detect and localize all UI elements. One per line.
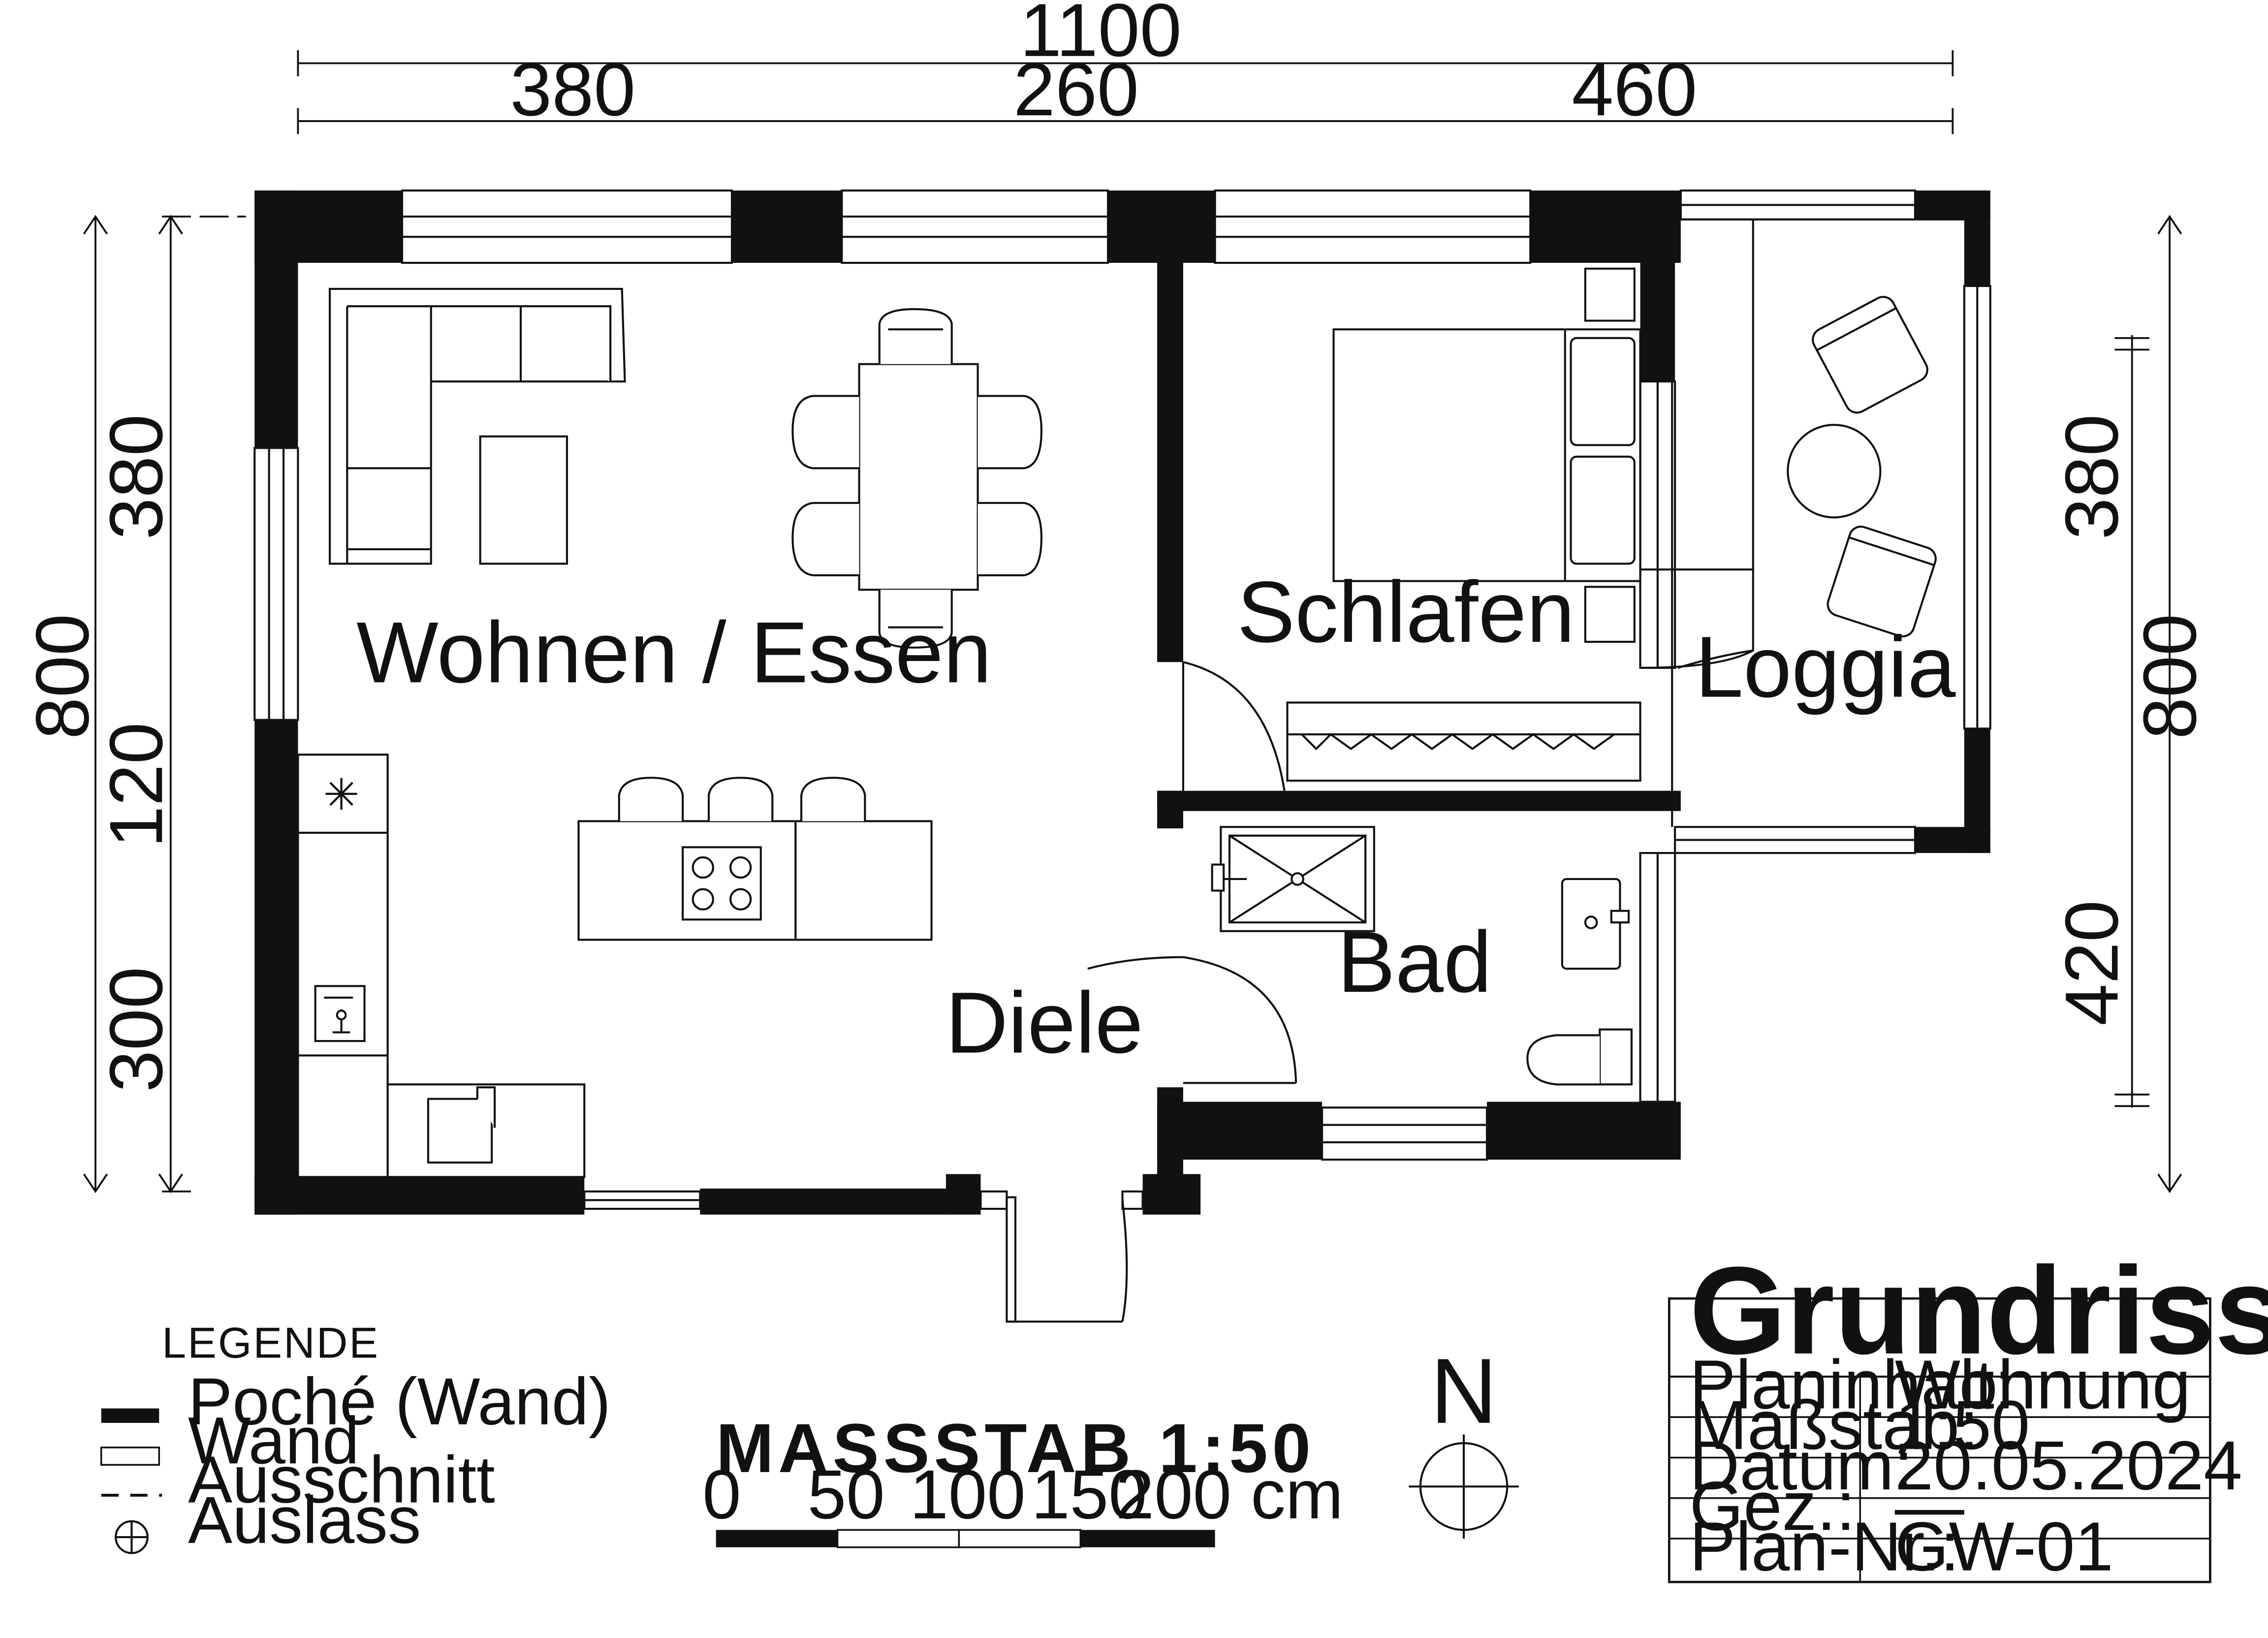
title-block: Grundriss Wohnung · M 1:50 Planinhalt: W… xyxy=(1668,1241,2268,1585)
legend-swatch-wall xyxy=(100,1447,160,1466)
legend: LEGENDE Poché (Wand) Wand Ausschnitt Aus… xyxy=(100,1319,611,1557)
windows xyxy=(253,189,1991,1210)
dim-left-segment-1: 380 xyxy=(94,414,178,540)
title-block-value-content: Wohnung xyxy=(1895,1346,2191,1423)
title-block-key-plan-no: Plan-Nr.: xyxy=(1689,1508,1959,1585)
scale-bar-title: MASSSTAB 1:50 xyxy=(716,1409,1315,1487)
legend-item-wall: Wand xyxy=(188,1403,359,1478)
dim-right-segment-1: 380 xyxy=(2050,414,2134,540)
title-block-value-scale: 1:50 xyxy=(1895,1386,2030,1464)
room-label-loggia: Loggia xyxy=(1695,619,1956,716)
room-label-bedroom: Schlafen xyxy=(1237,564,1575,661)
loggia-frame xyxy=(1640,218,1964,827)
legend-swatch-poche xyxy=(101,1408,159,1423)
dim-left-segment-2: 120 xyxy=(94,722,178,848)
title-block-key-drawn: Gez.: xyxy=(1689,1467,1855,1544)
dim-top-segment-1: 380 xyxy=(510,48,635,131)
legend-item-outlet: Auslass xyxy=(188,1483,421,1557)
dim-top-total: 1100 xyxy=(1020,0,1182,72)
doors xyxy=(1006,661,1297,1323)
north-arrow: N xyxy=(1409,1339,1519,1539)
legend-title: LEGENDE xyxy=(162,1319,379,1367)
scale-bar: MASSSTAB 1:50 0 50 100 150 200 cm xyxy=(702,1409,1344,1548)
room-label-bath: Bad xyxy=(1337,914,1492,1010)
title-block-value-drawn: — xyxy=(1895,1467,1965,1544)
room-label-hall: Diele xyxy=(945,975,1143,1071)
dim-left-total: 800 xyxy=(21,614,104,739)
legend-item-cut: Ausschnitt xyxy=(188,1443,495,1517)
dim-right-segment-2: 420 xyxy=(2050,900,2134,1026)
dim-top-segment-2: 260 xyxy=(1013,48,1139,131)
title-block-value-plan-no: GW-01 xyxy=(1895,1508,2113,1585)
furniture-loggia xyxy=(1787,296,1937,638)
left-dimension-lines xyxy=(83,215,246,1194)
scale-label-200: 200 cm xyxy=(1116,1455,1344,1533)
scale-label-150: 150 xyxy=(1031,1455,1147,1533)
scale-label-0: 0 xyxy=(702,1455,741,1533)
dim-right-total: 800 xyxy=(2128,614,2212,739)
title-block-title: Grundriss Wohnung · M 1:50 xyxy=(1689,1241,2268,1380)
title-block-key-scale: Maßstab: xyxy=(1689,1386,1979,1464)
compass-icon xyxy=(1409,1434,1519,1539)
right-dimension-lines xyxy=(2114,215,2182,1194)
title-block-key-content: Planinhalt: xyxy=(1689,1346,2014,1423)
extractor-symbol-icon: ✳ xyxy=(323,770,360,819)
furniture-bedroom xyxy=(1286,267,1641,782)
outlet-icon xyxy=(115,1520,149,1554)
dim-top-segment-3: 460 xyxy=(1572,48,1697,131)
furniture-bath xyxy=(1211,826,1633,1086)
scale-label-50: 50 xyxy=(808,1455,885,1533)
walls xyxy=(254,190,1990,1215)
north-label: N xyxy=(1430,1339,1497,1443)
title-block-key-date: Datum: xyxy=(1689,1426,1913,1504)
furniture-living xyxy=(297,287,1042,1178)
top-dimension-lines xyxy=(297,50,1954,134)
room-label-living: Wohnen / Essen xyxy=(356,604,991,701)
scale-label-100: 100 xyxy=(910,1455,1025,1533)
legend-item-poche: Poché (Wand) xyxy=(188,1364,611,1439)
title-block-value-date: 20.05.2024 xyxy=(1895,1426,2242,1504)
dim-left-segment-3: 300 xyxy=(94,967,178,1092)
